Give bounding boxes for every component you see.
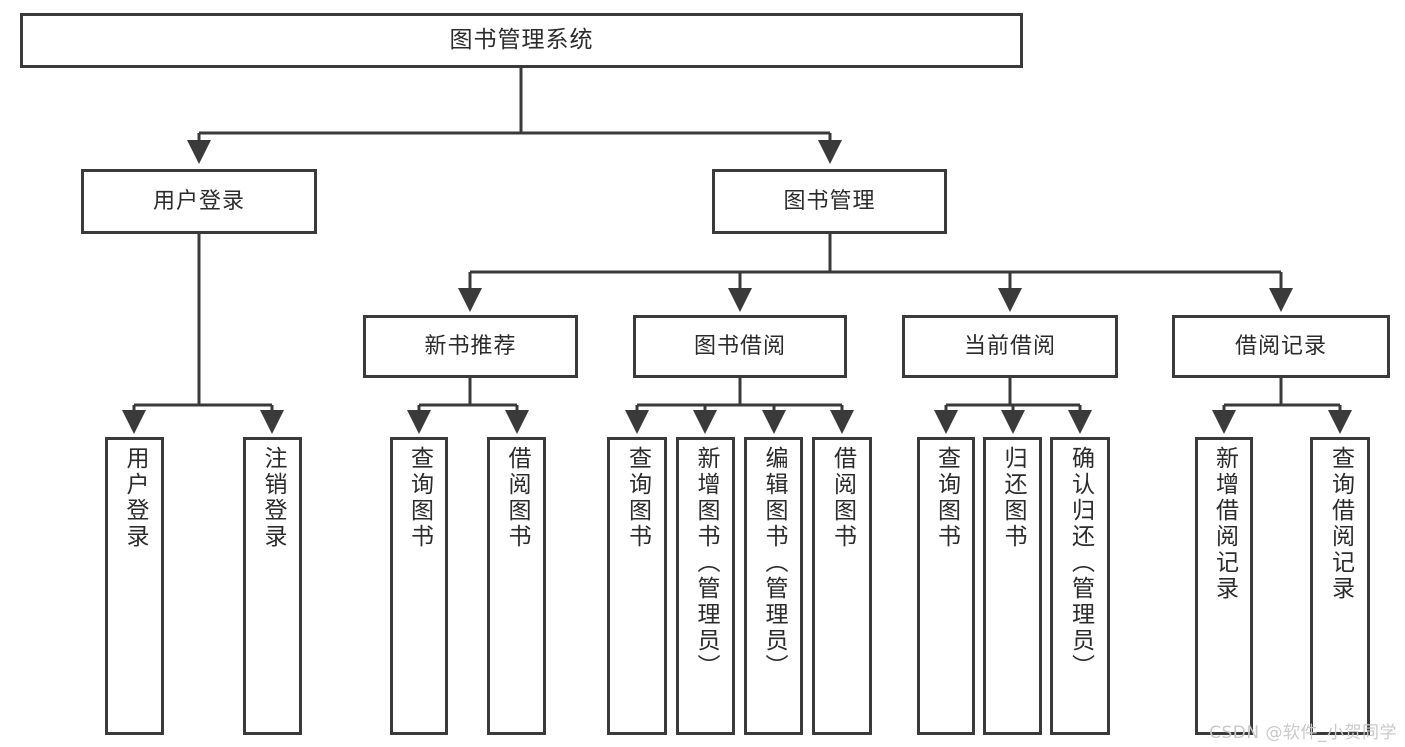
node-label: 查询借阅记录 xyxy=(1327,446,1354,602)
node-label: 注销登录 xyxy=(260,446,286,550)
node-label: 借阅记录 xyxy=(1234,333,1327,359)
leaf-book-borrow-edit-book-admin[interactable]: 编辑图书（管理员） xyxy=(744,437,803,735)
node-label: 用户登录 xyxy=(122,446,148,550)
node-label: 确认归还（管理员） xyxy=(1067,446,1094,680)
node-label: 查询图书 xyxy=(933,446,960,550)
node-label: 图书管理 xyxy=(783,188,876,214)
leaf-book-borrow-borrow-book[interactable]: 借阅图书 xyxy=(812,437,872,735)
leaf-borrow-record-add-record[interactable]: 新增借阅记录 xyxy=(1195,437,1253,735)
leaf-new-book-query-book[interactable]: 查询图书 xyxy=(390,437,448,735)
node-root-book-management-system[interactable]: 图书管理系统 xyxy=(20,13,1023,68)
leaf-book-borrow-add-book-admin[interactable]: 新增图书（管理员） xyxy=(676,437,735,735)
leaf-new-book-borrow-book[interactable]: 借阅图书 xyxy=(487,437,546,735)
leaf-current-borrow-confirm-return-admin[interactable]: 确认归还（管理员） xyxy=(1050,437,1110,735)
node-label: 借阅图书 xyxy=(829,446,856,550)
node-borrow-record[interactable]: 借阅记录 xyxy=(1172,315,1390,378)
leaf-borrow-record-query-record[interactable]: 查询借阅记录 xyxy=(1310,437,1370,735)
leaf-current-borrow-return-book[interactable]: 归还图书 xyxy=(983,437,1042,735)
node-label: 当前借阅 xyxy=(963,333,1056,359)
node-label: 借阅图书 xyxy=(504,446,530,550)
node-label: 用户登录 xyxy=(152,188,245,214)
node-user-login[interactable]: 用户登录 xyxy=(81,169,317,234)
node-label: 图书管理系统 xyxy=(449,27,594,54)
node-label: 图书借阅 xyxy=(693,333,786,359)
leaf-book-borrow-query-book[interactable]: 查询图书 xyxy=(607,437,667,735)
node-new-book-recommend[interactable]: 新书推荐 xyxy=(363,315,578,378)
node-current-borrow[interactable]: 当前借阅 xyxy=(902,315,1118,378)
node-label: 查询图书 xyxy=(624,446,651,550)
node-book-borrow[interactable]: 图书借阅 xyxy=(633,315,847,378)
node-label: 新增图书（管理员） xyxy=(693,446,719,680)
node-book-management[interactable]: 图书管理 xyxy=(712,169,947,234)
node-label: 新书推荐 xyxy=(424,333,517,359)
node-label: 编辑图书（管理员） xyxy=(761,446,787,680)
leaf-user-login-logout[interactable]: 注销登录 xyxy=(243,437,302,735)
csdn-watermark: CSDN @软件_小贺同学 xyxy=(1209,723,1397,743)
leaf-current-borrow-query-book[interactable]: 查询图书 xyxy=(917,437,975,735)
node-label: 归还图书 xyxy=(1000,446,1026,550)
node-label: 查询图书 xyxy=(406,446,433,550)
leaf-user-login-login[interactable]: 用户登录 xyxy=(105,437,164,735)
node-label: 新增借阅记录 xyxy=(1211,446,1238,602)
